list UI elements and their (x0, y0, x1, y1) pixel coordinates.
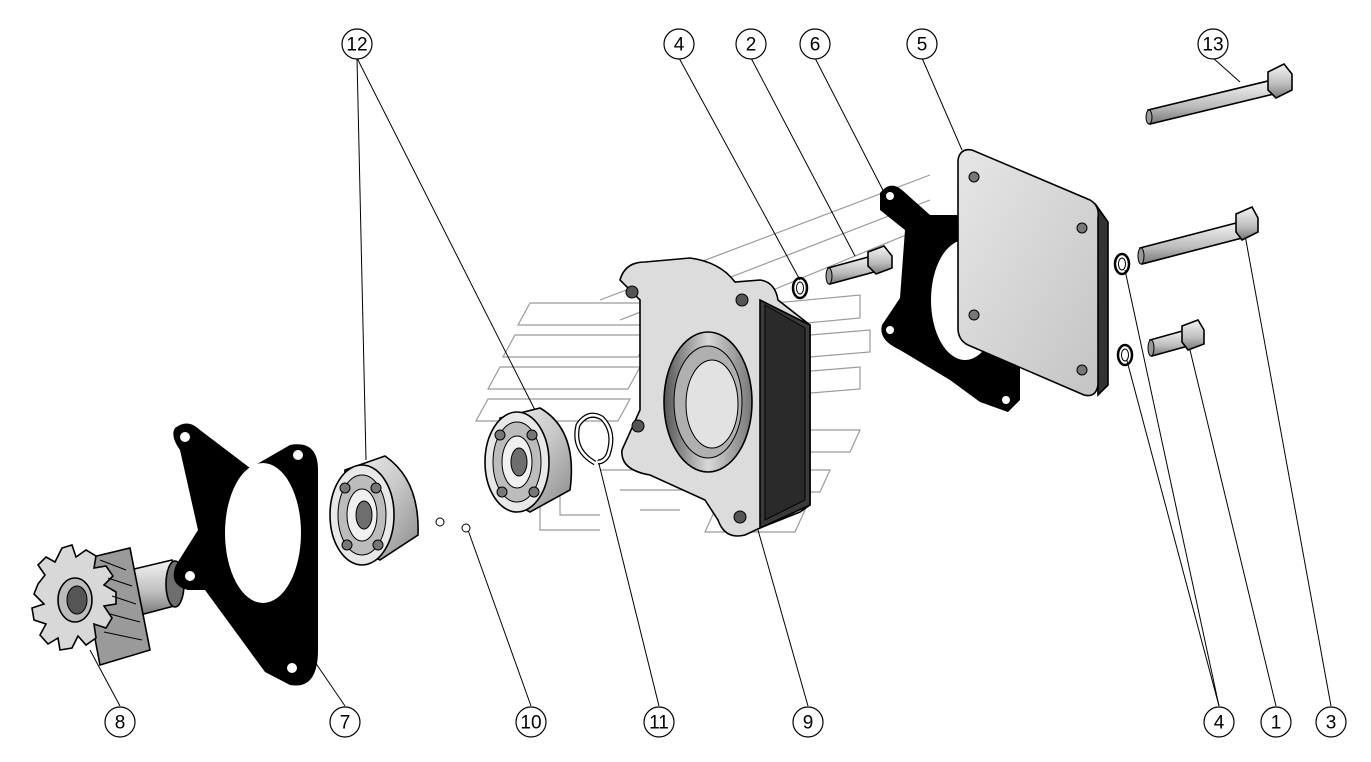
callout-5: 5 (906, 28, 938, 60)
bearing-left-part-12 (329, 455, 419, 566)
callout-5-label: 5 (917, 35, 928, 56)
cover-plate-part-5 (957, 148, 1109, 397)
callout-4-top: 4 (663, 28, 695, 60)
bearing-right-part-12 (484, 407, 573, 513)
gear-part-8 (31, 544, 185, 667)
callout-8: 8 (104, 706, 136, 738)
snap-ring-part-10 (418, 435, 486, 533)
gasket-part-7 (173, 423, 318, 686)
callout-2: 2 (735, 28, 767, 60)
callout-12-label: 12 (346, 35, 367, 56)
callout-3: 3 (1315, 706, 1347, 738)
bolt-part-13 (1145, 62, 1293, 125)
callout-4-top-label: 4 (674, 35, 685, 56)
callouts: 12 4 2 6 5 13 8 7 (104, 28, 1347, 738)
circlip-part-11 (574, 412, 614, 466)
callout-3-label: 3 (1326, 713, 1337, 734)
callout-13-label: 13 (1202, 35, 1223, 56)
callout-11: 11 (643, 706, 675, 738)
callout-9: 9 (792, 706, 824, 738)
callout-11-label: 11 (649, 713, 669, 734)
callout-7-label: 7 (340, 713, 351, 734)
bolt-part-3 (1137, 205, 1259, 266)
callout-4-bottom-label: 4 (1214, 713, 1225, 734)
callout-7: 7 (329, 706, 361, 738)
lock-washer-part-4-lower-right (1116, 343, 1134, 367)
callout-9-label: 9 (803, 713, 814, 734)
lock-washer-part-4-upper-right (1113, 252, 1131, 276)
callout-6: 6 (799, 28, 831, 60)
lock-washer-part-4-top (791, 276, 809, 300)
callout-8-label: 8 (115, 713, 126, 734)
callout-2-label: 2 (746, 35, 757, 56)
callout-6-label: 6 (810, 35, 821, 56)
callout-13: 13 (1197, 28, 1229, 60)
bolt-part-2 (825, 245, 893, 286)
bolt-part-1 (1147, 319, 1205, 358)
callout-1: 1 (1260, 706, 1292, 738)
callout-1-label: 1 (1271, 713, 1282, 734)
callout-10-label: 10 (520, 713, 541, 734)
callout-10: 10 (515, 706, 547, 738)
callout-12: 12 (341, 28, 373, 60)
leader-lines (89, 57, 1332, 707)
callout-4-bottom: 4 (1203, 706, 1235, 738)
housing-part-9 (619, 257, 811, 537)
